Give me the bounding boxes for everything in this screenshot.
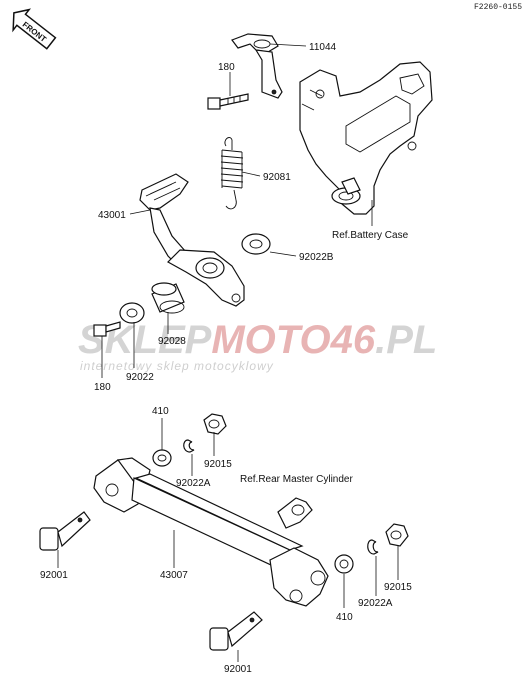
- label-410-bottom: 410: [336, 612, 353, 623]
- front-arrow-icon: FRONT: [12, 8, 57, 50]
- svg-text:SKLEPMOTO46.PL: SKLEPMOTO46.PL: [78, 318, 437, 362]
- label-92015-top: 92015: [204, 459, 232, 470]
- label-410-top: 410: [152, 406, 169, 417]
- brake-pedal-43001: [139, 173, 245, 307]
- label-92022A-bottom: 92022A: [358, 598, 393, 609]
- diagram-code: F2260-0155: [474, 3, 522, 12]
- washer-92022: [119, 302, 145, 324]
- bolt-180-top: [207, 93, 249, 110]
- washer-92022B: [241, 233, 271, 255]
- label-11044: 11044: [309, 42, 337, 53]
- washer-410-bottom: [334, 554, 354, 574]
- ref-rear-master-cylinder: Ref.Rear Master Cylinder: [240, 474, 353, 485]
- watermark: SKLEPMOTO46.PL internetowy sklep motocyk…: [78, 318, 437, 373]
- bracket-11044: [231, 33, 283, 99]
- label-92022: 92022: [126, 372, 154, 383]
- label-180-top: 180: [218, 62, 235, 73]
- label-92001-left: 92001: [40, 570, 68, 581]
- label-92001-bottom: 92001: [224, 664, 252, 675]
- label-43007: 43007: [160, 570, 188, 581]
- label-180-bottom: 180: [94, 382, 111, 393]
- watermark-brand-mid: MOTO: [211, 318, 330, 362]
- bolt-180-bottom: [93, 321, 121, 337]
- brake-rod-43007: [93, 457, 329, 607]
- washer-410-top: [152, 449, 172, 467]
- watermark-brand-right: .PL: [375, 318, 437, 362]
- nut-92015-top: [203, 413, 227, 435]
- leader-lines: [57, 43, 399, 662]
- clip-92022A-bottom: [367, 539, 379, 555]
- return-spring-92081: [220, 137, 244, 210]
- nut-92015-bottom: [385, 523, 409, 547]
- part-labels: 11044 180 92081 43001 92022B Ref.Battery…: [40, 42, 412, 675]
- clip-92022A-top: [183, 439, 195, 453]
- label-92015-bottom: 92015: [384, 582, 412, 593]
- watermark-tagline: internetowy sklep motocyklowy: [80, 359, 274, 373]
- clevis-rear-master-cylinder: [277, 497, 313, 529]
- label-92022B: 92022B: [299, 252, 334, 263]
- label-92028: 92028: [158, 336, 186, 347]
- watermark-brand-num: 46: [330, 318, 376, 362]
- battery-case-frame: [299, 61, 433, 215]
- bushing-92028: [151, 282, 185, 314]
- label-92081: 92081: [263, 172, 291, 183]
- clevis-pin-92001-left: [39, 511, 91, 551]
- label-43001: 43001: [98, 210, 126, 221]
- clevis-pin-92001-bottom: [209, 611, 263, 651]
- ref-battery-case: Ref.Battery Case: [332, 230, 409, 241]
- label-92022A-top: 92022A: [176, 478, 211, 489]
